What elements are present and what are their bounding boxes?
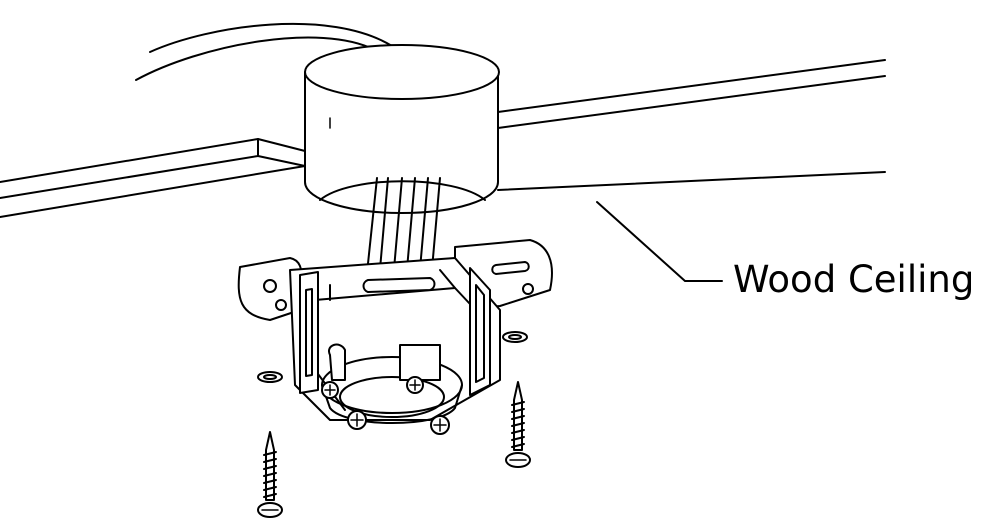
mounting-bracket: [237, 239, 553, 435]
callout-leader: [596, 201, 723, 282]
wood-ceiling-right: [469, 59, 886, 191]
wood-screw-icon: [505, 381, 531, 468]
wood-ceiling-left: [0, 138, 306, 218]
junction-box: [304, 44, 500, 214]
wood-ceiling-label: Wood Ceiling: [733, 258, 975, 301]
incoming-cable: [135, 22, 393, 81]
wood-screw-icon: [257, 431, 283, 518]
washer-icon: [257, 331, 528, 383]
